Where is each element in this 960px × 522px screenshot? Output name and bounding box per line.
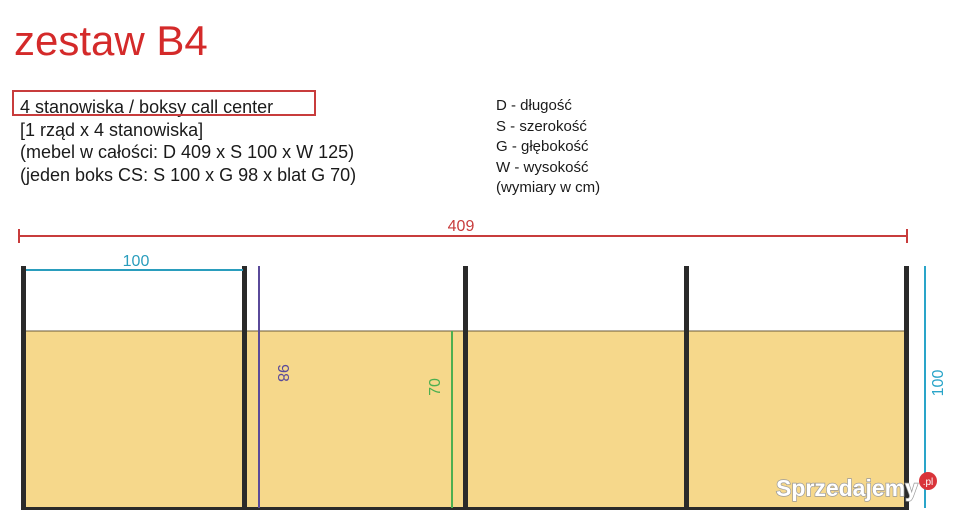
description-highlight: 4 stanowiska / boksy call center [20,97,274,117]
page-title: zestaw B4 [14,17,208,64]
dimension-legend: D - długość S - szerokość G - głębokość … [496,96,600,199]
legend-item: S - szerokość [496,117,587,135]
description-line: [1 rząd x 4 stanowiska] [20,119,204,140]
dimension-box-depth: 98 [258,266,291,508]
legend-item: D - długość [496,97,572,114]
description-line: (mebel w całości: D 409 x S 100 x W 125) [20,142,355,162]
description-block: 4 stanowiska / boksy call center [1 rząd… [12,90,357,186]
partition-panel [684,266,689,510]
partition-panel [242,266,247,510]
dimension-total-length: 409 [18,218,908,243]
sprzedajemy-logo: Sprzedajemy .pl [775,472,937,502]
sprzedajemy-watermark: Sprzedajemy .pl [772,469,942,510]
legend-item: (wymiary w cm) [496,179,601,196]
dimension-label-depth: 98 [274,364,291,382]
legend-item: G - głębokość [496,138,589,155]
watermark-badge [919,472,937,490]
dimension-label-desk: 70 [427,378,444,396]
description-line: (jeden boks CS: S 100 x G 98 x blat G 70… [20,164,357,185]
partition-panel [904,266,909,510]
dimension-label-total: 409 [448,218,475,235]
highlight-frame [12,90,316,116]
partition-panel [463,266,468,510]
dimension-label-width: 100 [123,253,150,270]
watermark-suffix: .pl [923,477,934,488]
watermark-text: Sprzedajemy [776,475,918,501]
dimension-desk-depth: 70 [427,331,453,508]
dimension-label-height: 100 [930,370,947,397]
legend-item: W - wysokość [496,158,589,176]
base-line [21,507,909,510]
dimension-box-width: 100 [26,253,243,271]
partition-panel [21,266,26,510]
dimension-height: 100 [924,266,947,508]
